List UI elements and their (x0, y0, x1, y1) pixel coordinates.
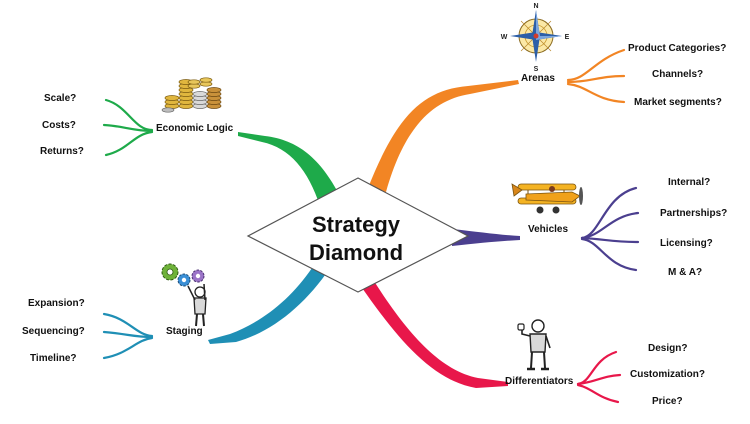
leaf-arenas-1: Channels? (652, 69, 703, 80)
svg-text:W: W (501, 34, 508, 41)
fan-economic (102, 98, 154, 157)
leaf-economic-0: Scale? (44, 93, 76, 104)
branch-economic (238, 132, 340, 206)
node-staging: Staging (166, 326, 203, 337)
leaf-economic-2: Returns? (40, 146, 84, 157)
fan-arenas (566, 48, 626, 104)
leaf-differentiators-0: Design? (648, 343, 687, 354)
branch-staging (208, 268, 330, 344)
biplane-icon (511, 183, 583, 214)
leaf-staging-2: Timeline? (30, 353, 77, 364)
leaf-economic-1: Costs? (42, 120, 76, 131)
leaf-staging-0: Expansion? (28, 298, 85, 309)
node-economic-logic: Economic Logic (156, 123, 234, 134)
compass-rose-icon: N S E W (501, 3, 570, 73)
leaf-differentiators-1: Customization? (630, 369, 705, 380)
branch-arenas (368, 80, 519, 192)
leaf-arenas-2: Market segments? (634, 97, 722, 108)
svg-text:N: N (533, 3, 538, 10)
node-differentiators: Differentiators (505, 376, 574, 387)
coin-stacks-icon (161, 77, 222, 113)
center-title-line2: Diamond (309, 240, 403, 265)
leaf-staging-1: Sequencing? (22, 326, 85, 337)
thumbs-up-person-icon (517, 319, 551, 371)
branch-differentiators (360, 278, 508, 388)
leaf-vehicles-3: M & A? (668, 267, 702, 278)
branch-vehicles (452, 229, 520, 246)
leaf-vehicles-2: Licensing? (660, 238, 713, 249)
svg-text:E: E (565, 34, 570, 41)
leaf-vehicles-0: Internal? (668, 177, 710, 188)
center-title-line1: Strategy (312, 212, 401, 237)
fan-staging (102, 312, 154, 360)
gears-person-icon (161, 263, 207, 327)
svg-text:S: S (534, 66, 539, 73)
leaf-arenas-0: Product Categories? (628, 43, 726, 54)
leaf-differentiators-2: Price? (652, 396, 683, 407)
center-diamond (246, 177, 470, 293)
leaf-vehicles-1: Partnerships? (660, 208, 727, 219)
node-vehicles: Vehicles (528, 224, 568, 235)
fan-vehicles (580, 186, 640, 272)
fan-differentiators (576, 350, 622, 404)
node-arenas: Arenas (521, 73, 555, 84)
